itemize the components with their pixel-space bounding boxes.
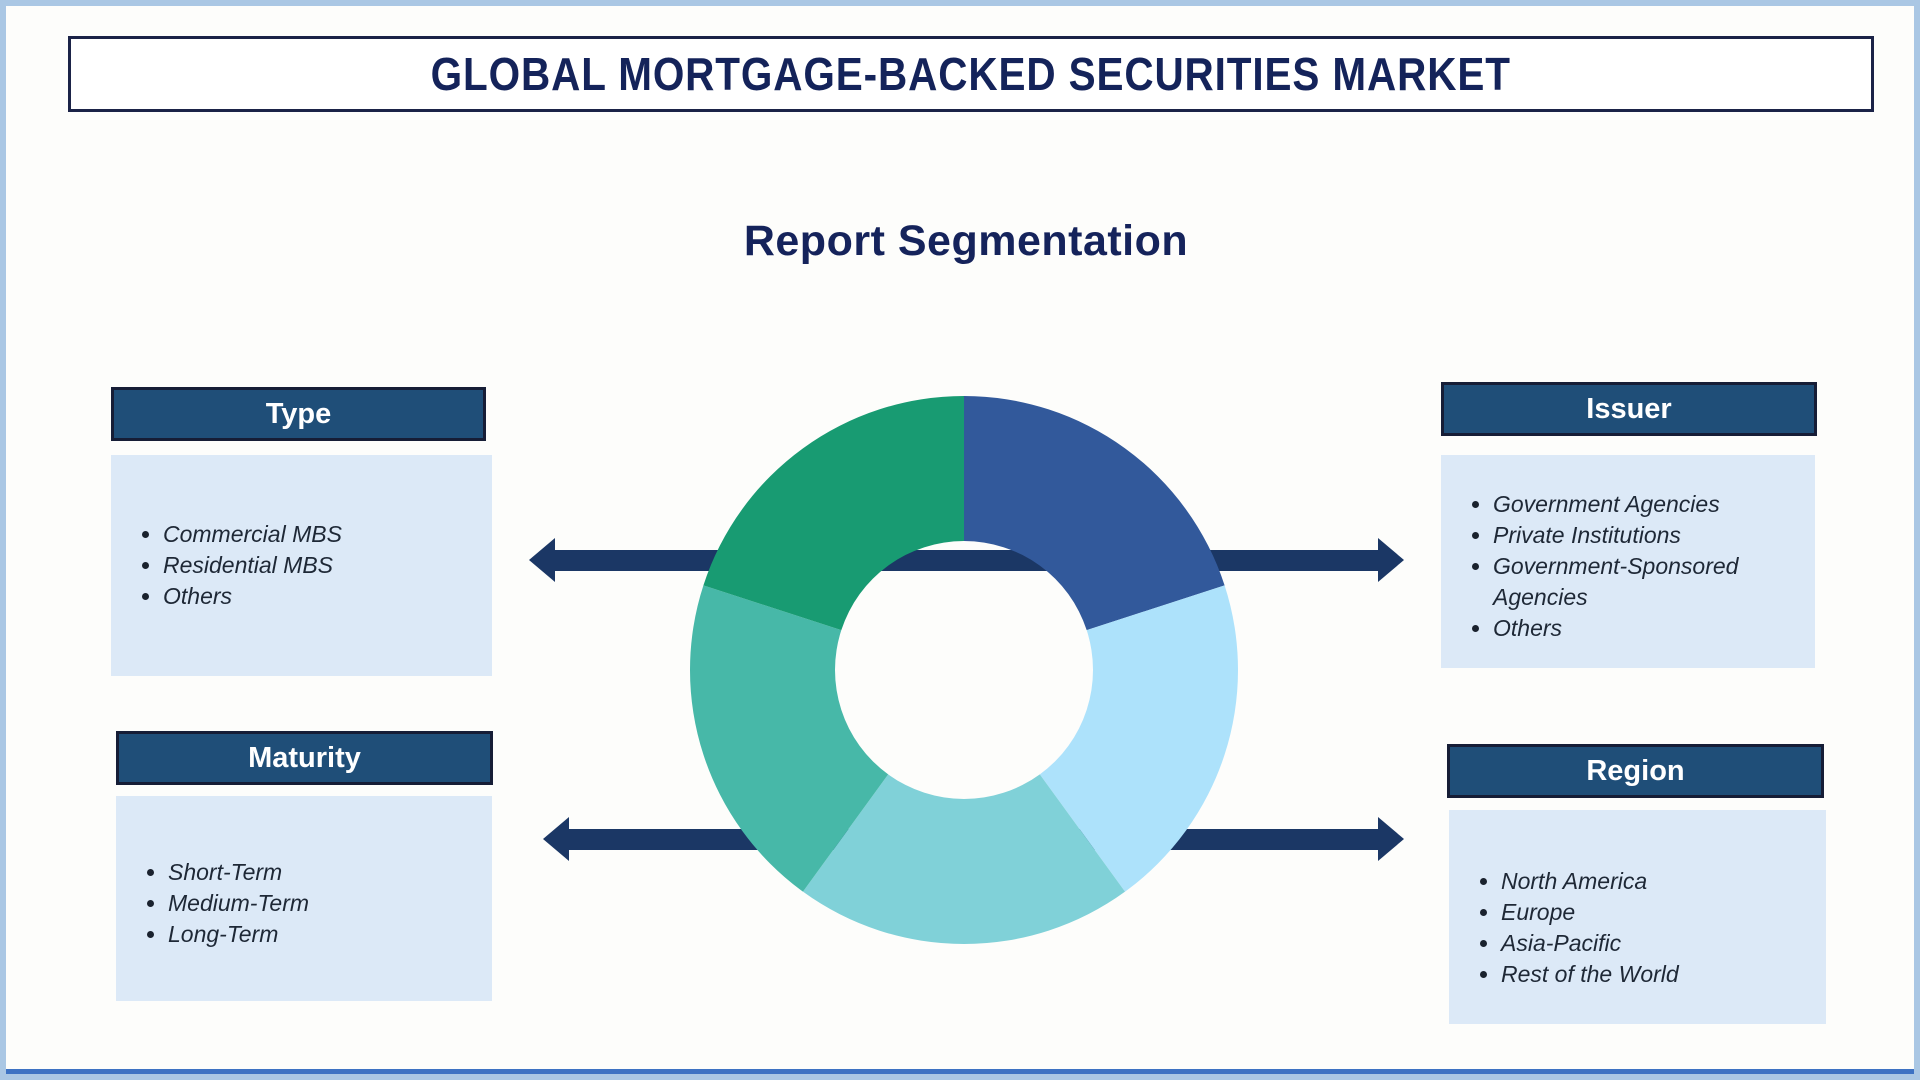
donut-segment-1 xyxy=(964,396,1225,631)
list-item: Residential MBS xyxy=(163,550,482,581)
donut-segment-4 xyxy=(690,585,889,892)
list-item: Commercial MBS xyxy=(163,519,482,550)
donut-chart xyxy=(684,390,1244,950)
list-item: Government Agencies xyxy=(1493,489,1805,520)
list-item: Government-Sponsored Agencies xyxy=(1493,551,1805,613)
bottom-right-arrowhead-icon xyxy=(1378,817,1404,861)
donut-segment-2 xyxy=(1039,585,1238,892)
issuer-header-label: Issuer xyxy=(1586,392,1672,425)
maturity-header: Maturity xyxy=(116,731,493,785)
region-panel: North AmericaEuropeAsia-PacificRest of t… xyxy=(1449,810,1826,1024)
issuer-list: Government AgenciesPrivate InstitutionsG… xyxy=(1441,489,1815,644)
top-left-arrowhead-icon xyxy=(529,538,555,582)
donut-segment-5 xyxy=(703,396,964,631)
donut-chart-svg xyxy=(690,396,1238,944)
region-header-label: Region xyxy=(1586,754,1685,787)
maturity-header-label: Maturity xyxy=(248,741,361,774)
list-item: Rest of the World xyxy=(1501,959,1816,990)
bottom-edge-strip xyxy=(6,1069,1914,1074)
top-right-arrowhead-icon xyxy=(1378,538,1404,582)
issuer-panel: Government AgenciesPrivate InstitutionsG… xyxy=(1441,455,1815,668)
list-item: Long-Term xyxy=(168,919,482,950)
maturity-list: Short-TermMedium-TermLong-Term xyxy=(116,857,492,950)
list-item: Short-Term xyxy=(168,857,482,888)
region-list: North AmericaEuropeAsia-PacificRest of t… xyxy=(1449,866,1826,990)
report-segmentation-heading: Report Segmentation xyxy=(743,216,1189,265)
title-box: GLOBAL MORTGAGE-BACKED SECURITIES MARKET xyxy=(68,36,1874,112)
list-item: Others xyxy=(1493,613,1805,644)
maturity-panel: Short-TermMedium-TermLong-Term xyxy=(116,796,492,1001)
issuer-header: Issuer xyxy=(1441,382,1817,436)
list-item: Private Institutions xyxy=(1493,520,1805,551)
list-item: Others xyxy=(163,581,482,612)
list-item: Asia-Pacific xyxy=(1501,928,1816,959)
donut-segment-3 xyxy=(802,774,1126,944)
bottom-left-arrowhead-icon xyxy=(543,817,569,861)
list-item: North America xyxy=(1501,866,1816,897)
type-header-label: Type xyxy=(265,397,332,430)
page-title: GLOBAL MORTGAGE-BACKED SECURITIES MARKET xyxy=(430,48,1512,100)
type-panel: Commercial MBSResidential MBSOthers xyxy=(111,455,492,676)
region-header: Region xyxy=(1447,744,1824,798)
list-item: Europe xyxy=(1501,897,1816,928)
list-item: Medium-Term xyxy=(168,888,482,919)
type-list: Commercial MBSResidential MBSOthers xyxy=(111,519,492,612)
type-header: Type xyxy=(111,387,486,441)
